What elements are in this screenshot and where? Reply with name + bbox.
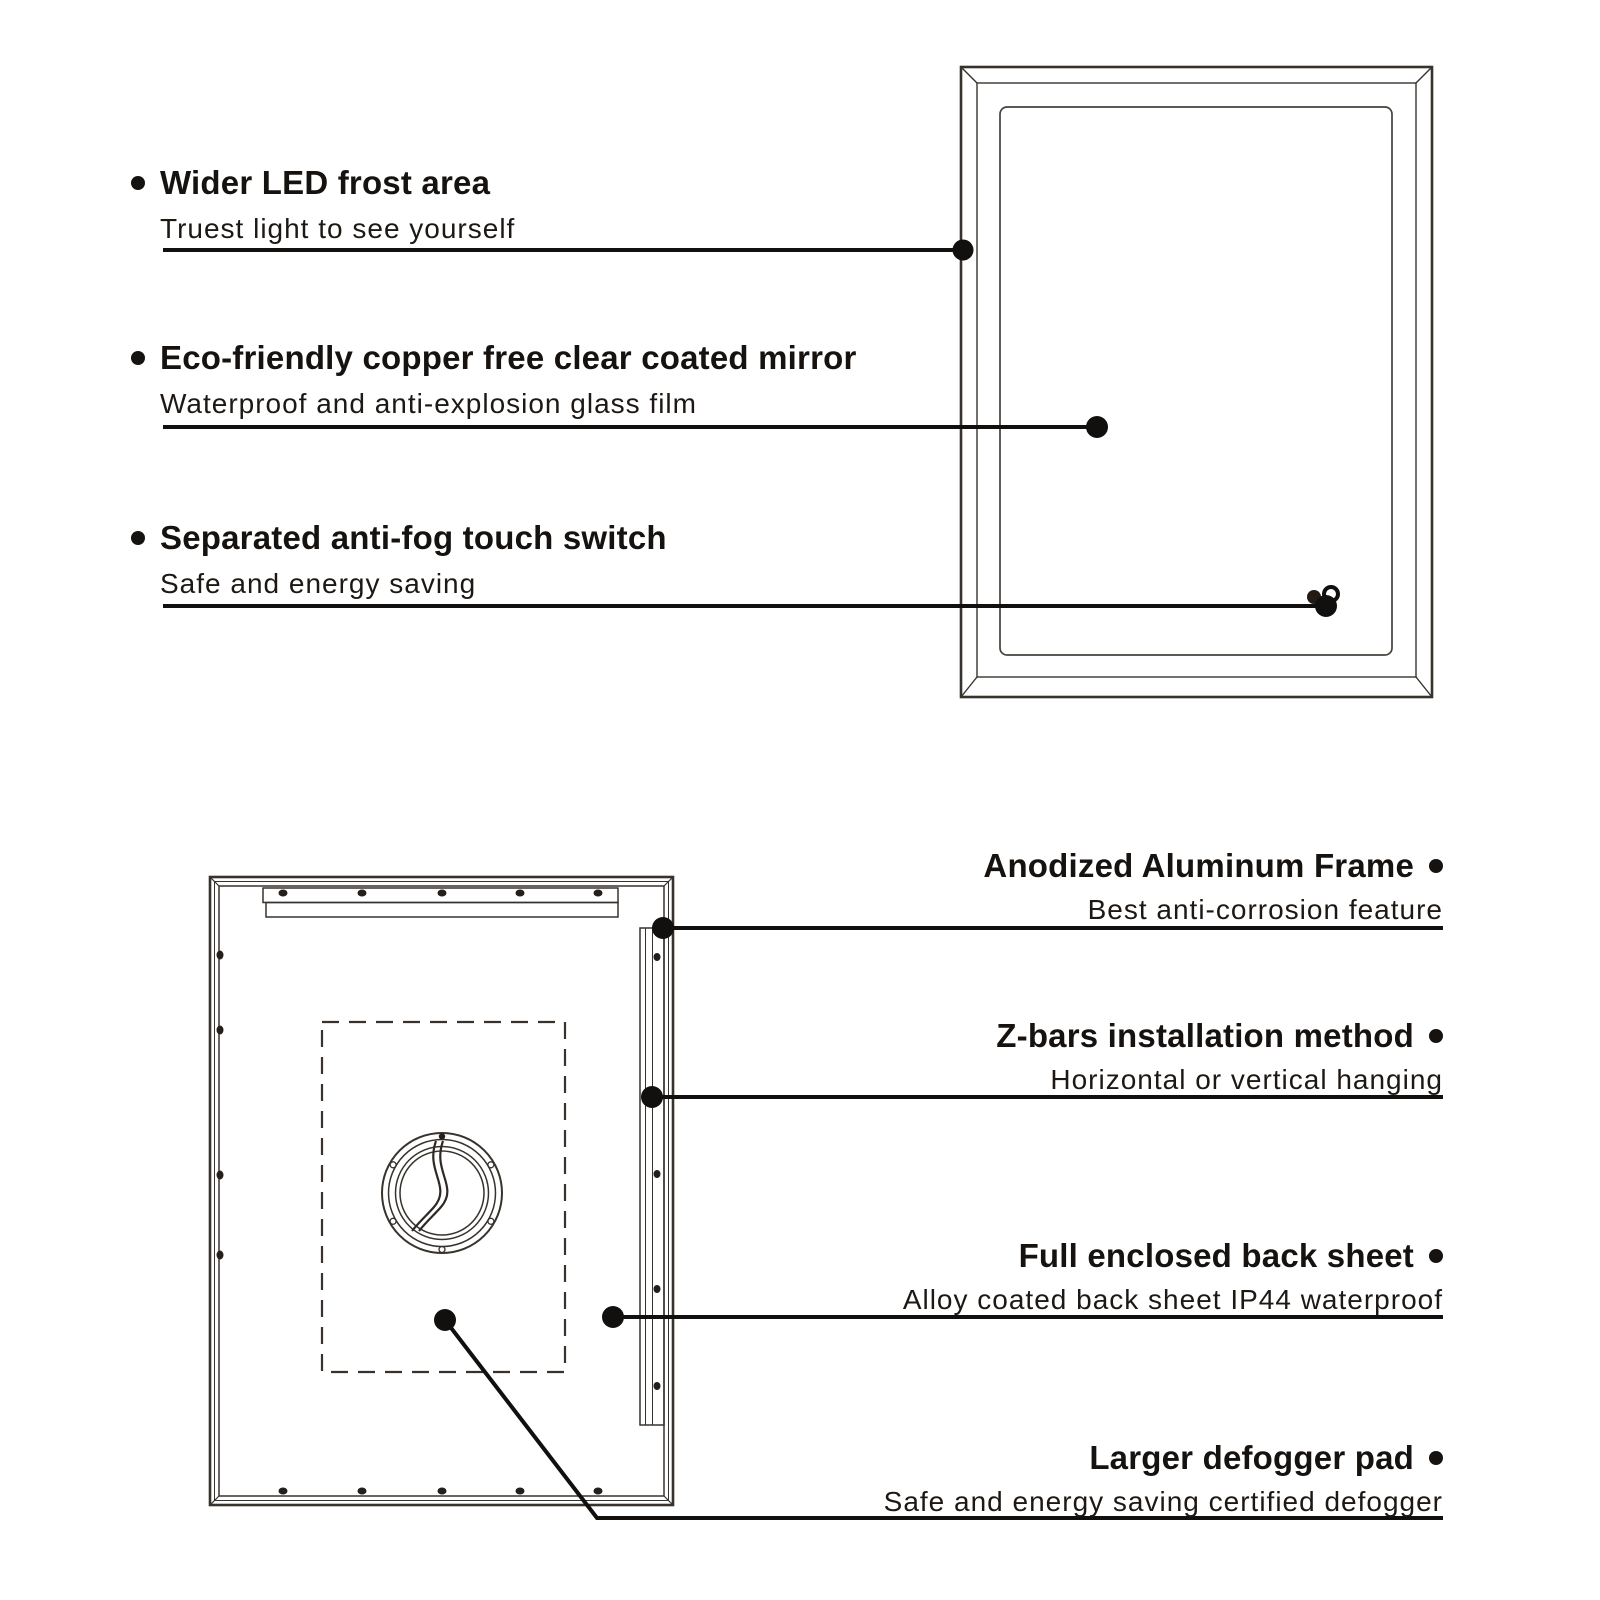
bullet-icon bbox=[131, 175, 145, 190]
callout-zbars: Z-bars installation method Horizontal or… bbox=[996, 1016, 1443, 1096]
junction-screw-ne bbox=[487, 1161, 495, 1169]
callout-title-row: Larger defogger pad bbox=[884, 1438, 1443, 1478]
callout-title: Full enclosed back sheet bbox=[1018, 1237, 1414, 1274]
back-miter-top-right bbox=[663, 876, 674, 887]
front-miter-bottom-right bbox=[1415, 676, 1433, 698]
screw-icon bbox=[216, 1170, 224, 1180]
callout-dot-zbars bbox=[641, 1086, 663, 1108]
screw-icon bbox=[278, 889, 288, 897]
front-callout-lines bbox=[163, 239, 1337, 617]
callout-subtitle: Safe and energy saving bbox=[160, 567, 477, 599]
junction-screw-bottom bbox=[438, 1245, 446, 1254]
screw-icon bbox=[653, 1285, 661, 1293]
callout-subtitle: Waterproof and anti-explosion glass film bbox=[160, 387, 697, 419]
screw-icon bbox=[437, 1487, 447, 1495]
callout-subtitle: Truest light to see yourself bbox=[160, 212, 516, 244]
junction-screw-nw bbox=[389, 1161, 397, 1169]
screw-icon bbox=[216, 1025, 224, 1035]
defogger-pad-outline bbox=[320, 1020, 567, 1374]
callout-dot-back-sheet bbox=[602, 1306, 624, 1328]
screw-icon bbox=[357, 1487, 367, 1495]
zbar-top-lower bbox=[265, 901, 619, 918]
junction-screw-top bbox=[438, 1133, 446, 1140]
callout-aluminum-frame: Anodized Aluminum Frame Best anti-corros… bbox=[983, 846, 1443, 926]
callout-back-sheet: Full enclosed back sheet Alloy coated ba… bbox=[903, 1236, 1443, 1316]
back-miter-top-left bbox=[209, 876, 220, 887]
screw-icon bbox=[278, 1487, 288, 1495]
callout-title: Wider LED frost area bbox=[160, 164, 491, 201]
callout-title-row: Anodized Aluminum Frame bbox=[983, 846, 1443, 886]
junction-ring-2 bbox=[387, 1138, 497, 1248]
screw-icon bbox=[357, 889, 367, 897]
bullet-icon bbox=[131, 530, 145, 545]
junction-ring-4 bbox=[399, 1150, 485, 1236]
back-miter-bottom-left bbox=[209, 1495, 220, 1506]
callout-title: Separated anti-fog touch switch bbox=[160, 519, 667, 556]
callout-defogger-pad: Larger defogger pad Safe and energy savi… bbox=[884, 1438, 1443, 1518]
callout-subtitle: Safe and energy saving certified defogge… bbox=[883, 1485, 1443, 1517]
screw-icon bbox=[653, 1170, 661, 1178]
screws-top bbox=[278, 889, 603, 897]
callout-title: Z-bars installation method bbox=[996, 1017, 1414, 1054]
screws-left bbox=[216, 950, 224, 1260]
back-callout-lines bbox=[434, 917, 1443, 1520]
callout-title-row: Z-bars installation method bbox=[996, 1016, 1443, 1056]
bullet-icon bbox=[1429, 858, 1443, 873]
screw-icon bbox=[653, 1382, 661, 1390]
front-miter-top-right bbox=[1415, 66, 1433, 84]
front-miter-top-left bbox=[960, 66, 978, 84]
front-led-frost-area bbox=[999, 106, 1393, 656]
callout-coated-mirror: Eco-friendly copper free clear coated mi… bbox=[131, 338, 857, 420]
callout-line-defogger bbox=[443, 1318, 1443, 1520]
bullet-icon bbox=[1429, 1450, 1443, 1465]
front-miter-bottom-left bbox=[960, 676, 978, 698]
junction-screw-se bbox=[487, 1217, 495, 1225]
callout-title: Anodized Aluminum Frame bbox=[983, 847, 1414, 884]
junction-ring-3 bbox=[394, 1145, 490, 1241]
front-mirror-drawing bbox=[959, 65, 1434, 699]
screw-icon bbox=[216, 950, 224, 960]
screw-icon bbox=[653, 953, 661, 961]
callout-dot-led-frost bbox=[952, 239, 974, 261]
front-frame-outer bbox=[959, 65, 1434, 699]
callout-led-frost: Wider LED frost area Truest light to see… bbox=[131, 163, 515, 245]
screw-icon bbox=[593, 889, 603, 897]
callout-title-row: Eco-friendly copper free clear coated mi… bbox=[131, 338, 857, 378]
front-frame-inner bbox=[976, 82, 1417, 678]
callout-subtitle: Horizontal or vertical hanging bbox=[1050, 1063, 1443, 1095]
callout-title-row: Full enclosed back sheet bbox=[903, 1236, 1443, 1276]
callout-title: Larger defogger pad bbox=[1089, 1439, 1414, 1476]
back-frame-outer bbox=[208, 875, 675, 1507]
junction-screw-sw bbox=[389, 1217, 397, 1225]
callout-dot-defogger bbox=[434, 1309, 456, 1331]
bullet-icon bbox=[1429, 1028, 1443, 1043]
callout-title-row: Wider LED frost area bbox=[131, 163, 515, 203]
bullet-icon bbox=[1429, 1248, 1443, 1263]
screws-bottom bbox=[278, 1487, 603, 1495]
screw-icon bbox=[593, 1487, 603, 1495]
callout-dot-coated-mirror bbox=[1086, 416, 1108, 438]
callout-subtitle: Best anti-corrosion feature bbox=[1087, 893, 1443, 925]
back-frame-inner bbox=[218, 885, 665, 1497]
callout-dot-frame bbox=[652, 917, 674, 939]
callout-subtitle: Alloy coated back sheet IP44 waterproof bbox=[902, 1283, 1443, 1315]
callout-touch-switch: Separated anti-fog touch switch Safe and… bbox=[131, 518, 667, 600]
callout-title-row: Separated anti-fog touch switch bbox=[131, 518, 667, 558]
screw-icon bbox=[515, 1487, 525, 1495]
power-cable-icon-2 bbox=[418, 1140, 449, 1232]
callout-dot-touch-switch bbox=[1315, 595, 1337, 617]
back-miter-bottom-right bbox=[663, 1495, 674, 1506]
screw-icon bbox=[216, 1250, 224, 1260]
back-frame-mid bbox=[214, 881, 669, 1501]
callout-title: Eco-friendly copper free clear coated mi… bbox=[160, 339, 857, 376]
screw-icon bbox=[437, 889, 447, 897]
screw-icon bbox=[515, 889, 525, 897]
back-mirror-drawing bbox=[208, 875, 675, 1507]
screws-right-zbar bbox=[653, 953, 661, 1390]
power-cable-icon bbox=[411, 1140, 442, 1232]
bullet-icon bbox=[131, 350, 145, 365]
junction-box bbox=[381, 1132, 503, 1254]
